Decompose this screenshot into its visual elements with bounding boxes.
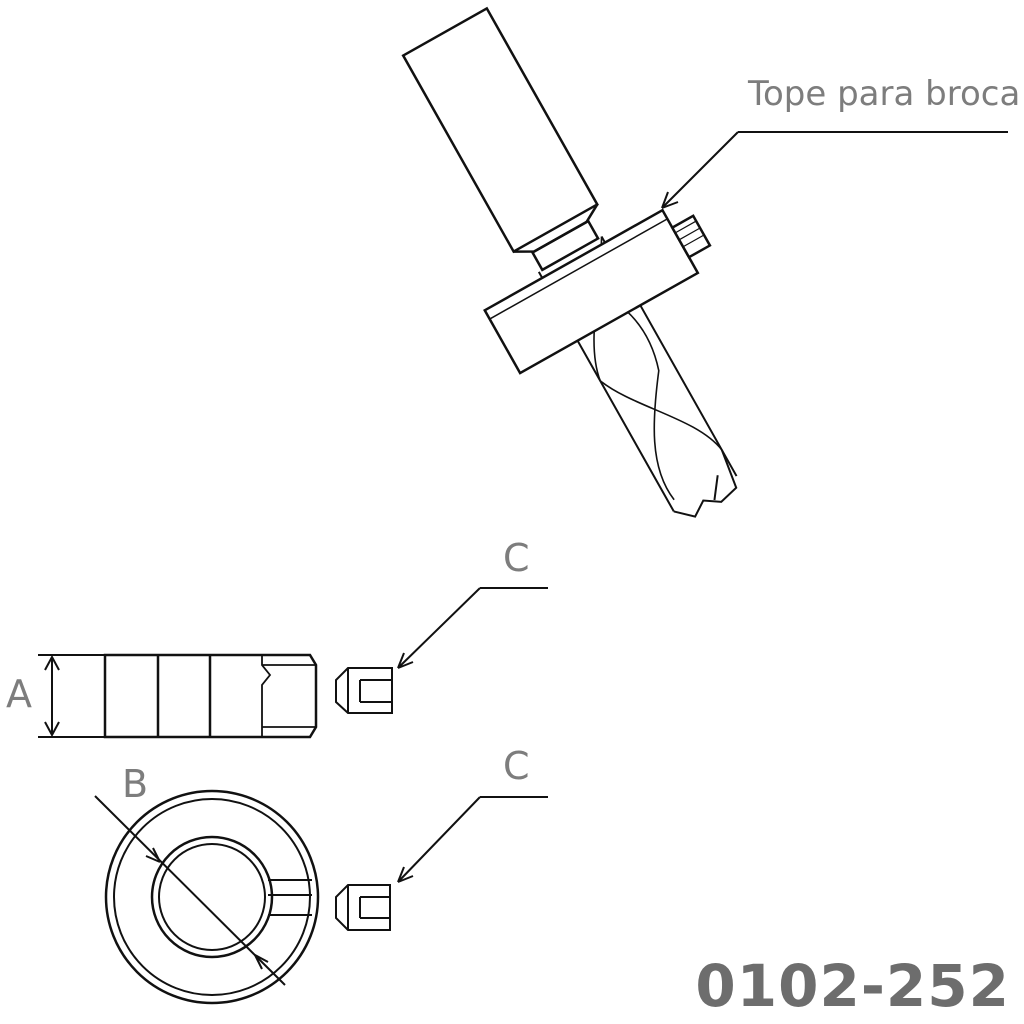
leader-c-bottom (397, 796, 548, 883)
drill-stop-label: Tope para broca (748, 74, 1021, 114)
callout-leader (661, 131, 1008, 209)
dimension-b (94, 795, 286, 986)
drill-bit (401, 6, 738, 518)
leader-c-top (397, 587, 548, 669)
screw-side-top (335, 667, 393, 714)
collar-side-view (103, 653, 318, 739)
stop-collar (483, 208, 712, 375)
set-screw (670, 214, 712, 259)
part-number: 0102-252 (695, 952, 1010, 1020)
dimension-a-label: A (6, 672, 32, 716)
dimension-b-label: B (122, 762, 149, 806)
screw-label-top: C (503, 536, 530, 580)
screw-side-bottom (335, 884, 391, 931)
collar-top-view (104, 789, 320, 1005)
dimension-a (38, 654, 105, 738)
screw-label-bottom: C (503, 744, 530, 788)
